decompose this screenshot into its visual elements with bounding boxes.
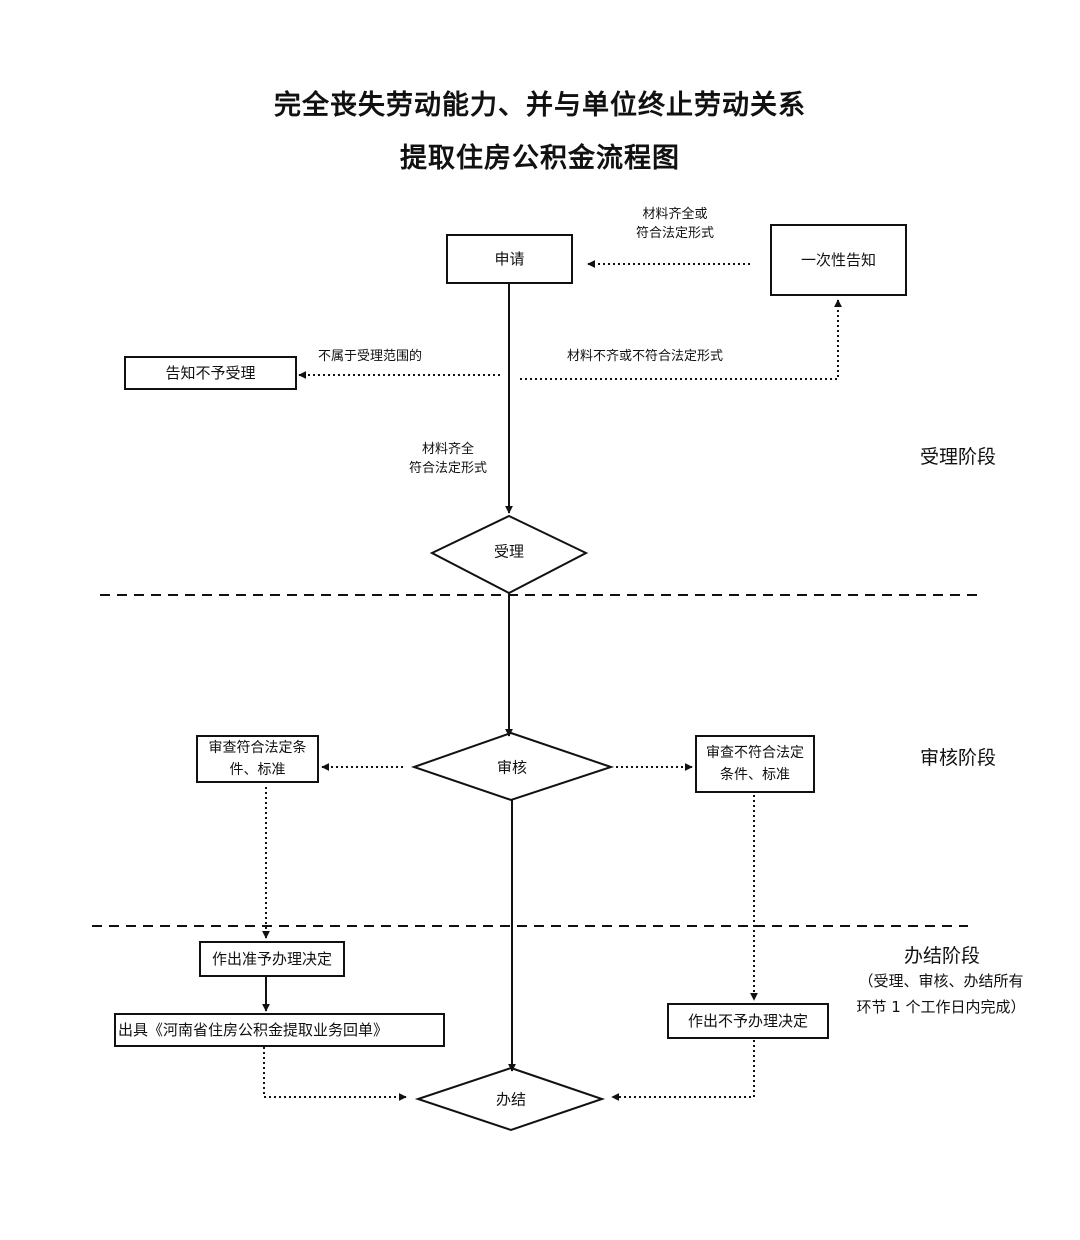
accept-label: 受理 [493, 542, 525, 561]
deny-decision-box: 作出不予办理决定 [667, 1003, 829, 1039]
notify-once-box: 一次性告知 [770, 224, 907, 296]
approve-decision-box: 作出准予办理决定 [199, 941, 345, 977]
review-label: 审核 [496, 758, 528, 777]
label-incomplete: 材料不齐或不符合法定形式 [567, 349, 724, 364]
fails-criteria-box: 审查不符合法定 条件、标准 [695, 735, 815, 793]
label-complete-or-form-1: 材料齐全或 [642, 207, 708, 222]
stage-review: 审核阶段 [920, 747, 997, 769]
meets-criteria-box: 审查符合法定条 件、标准 [196, 735, 319, 783]
approve-decision-label: 作出准予办理决定 [211, 950, 332, 968]
label-out-of-scope: 不属于受理范围的 [318, 349, 423, 364]
apply-label: 申请 [494, 250, 525, 268]
issue-receipt-box: 出具《河南省住房公积金提取业务回单》 [114, 1013, 445, 1047]
meets-criteria-line-2: 件、标准 [229, 762, 286, 778]
fails-criteria-line-2: 条件、标准 [720, 767, 790, 783]
stage-time-note: （受理、审核、办结所有 环节 1 个工作日内完成） [846, 969, 1036, 1020]
apply-box: 申请 [446, 234, 573, 284]
stage-complete: 办结阶段 [904, 945, 981, 967]
issue-receipt-label: 出具《河南省住房公积金提取业务回单》 [118, 1021, 389, 1039]
complete-label: 办结 [495, 1090, 527, 1109]
reject-notice-box: 告知不予受理 [124, 356, 297, 390]
arrow-deny-to-complete [611, 1040, 755, 1101]
complete-diamond [414, 1066, 606, 1132]
label-complete-2: 符合法定形式 [408, 460, 487, 476]
stage-accept: 受理阶段 [920, 446, 997, 468]
label-complete-1: 材料齐全 [421, 442, 474, 457]
meets-criteria-line-1: 审查符合法定条 [208, 739, 307, 756]
label-complete-conforming: 材料齐全 符合法定形式 [393, 441, 503, 479]
title-line-2: 提取住房公积金流程图 [400, 143, 680, 174]
label-complete-or-form-2: 符合法定形式 [635, 225, 714, 241]
arrow-receipt-to-complete [263, 1047, 407, 1101]
notify-once-label: 一次性告知 [800, 251, 876, 269]
stage-time-note-1: （受理、审核、办结所有 [858, 972, 1024, 990]
deny-decision-label: 作出不予办理决定 [687, 1012, 808, 1030]
title-line-1: 完全丧失劳动能力、并与单位终止劳动关系 [274, 90, 806, 121]
reject-notice-label: 告知不予受理 [165, 364, 256, 382]
stage-time-note-2: 环节 1 个工作日内完成） [856, 997, 1026, 1016]
fails-criteria-line-1: 审查不符合法定 [706, 744, 804, 761]
arrow-incomplete-to-notify [520, 299, 842, 380]
label-complete-or-form: 材料齐全或 符合法定形式 [620, 206, 730, 244]
